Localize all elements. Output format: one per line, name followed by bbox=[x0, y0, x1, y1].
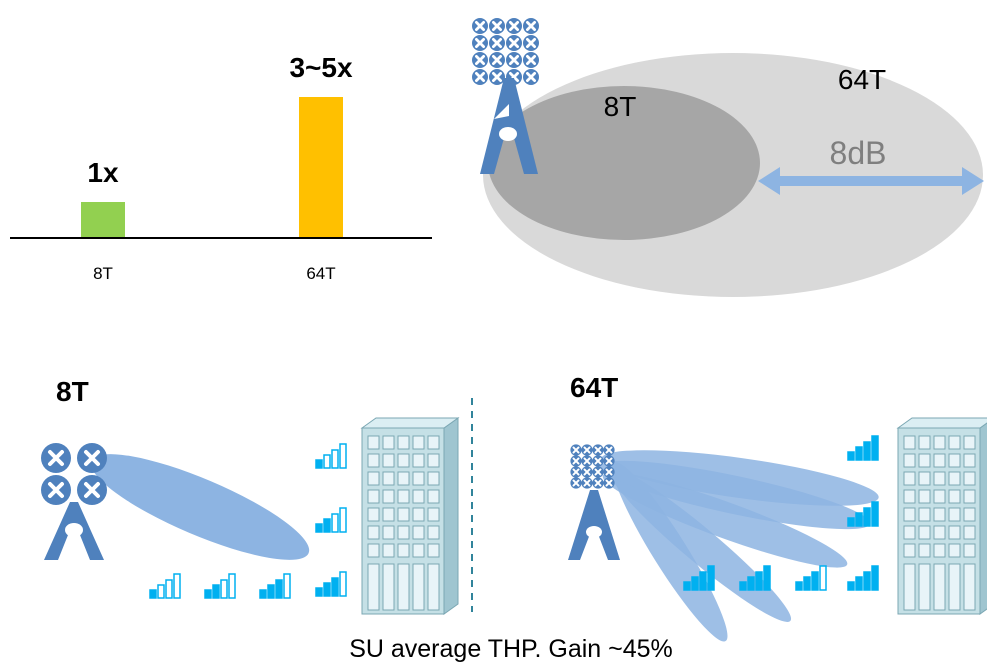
bar-value-label: 3~5x bbox=[289, 52, 352, 83]
signal-bars-icon bbox=[847, 565, 879, 591]
coverage-64t-label: 64T bbox=[838, 64, 886, 95]
cell-tower-icon bbox=[568, 444, 620, 560]
signal-bars-icon bbox=[204, 573, 236, 599]
antenna-array-icon bbox=[570, 444, 615, 489]
signal-bars-icon bbox=[739, 565, 771, 591]
coverage-8t-label: 8T bbox=[604, 91, 637, 122]
antenna-array-icon bbox=[41, 443, 107, 505]
beam-64t bbox=[612, 462, 728, 642]
beam-8t bbox=[90, 454, 310, 560]
signal-bars-icon bbox=[795, 565, 827, 591]
scenario-64t: 64T bbox=[568, 372, 987, 642]
x-tick-label: 8T bbox=[93, 264, 113, 283]
signal-bars-icon bbox=[847, 501, 879, 527]
signal-bars-icon bbox=[259, 573, 291, 599]
coverage-8t-area bbox=[488, 86, 760, 240]
coverage-gain-arrow bbox=[758, 167, 984, 195]
signal-bars-icon bbox=[315, 443, 347, 469]
signal-bars-icon bbox=[315, 571, 347, 597]
scenario-64t-title: 64T bbox=[570, 372, 618, 403]
coverage-diagram: 8T 64T 8dB bbox=[472, 18, 984, 297]
bar-64t bbox=[299, 97, 343, 237]
throughput-bar-chart: 1x 8T 3~5x 64T bbox=[10, 52, 432, 283]
signal-bars-icon bbox=[315, 507, 347, 533]
bar-8t bbox=[81, 202, 125, 237]
cell-tower-icon bbox=[472, 18, 539, 174]
gain-db-label: 8dB bbox=[830, 135, 887, 171]
building-icon bbox=[360, 417, 460, 615]
beams-64t bbox=[599, 450, 879, 642]
signal-bars-icon bbox=[683, 565, 715, 591]
signal-bars-icon bbox=[847, 435, 879, 461]
caption: SU average THP. Gain ~45% bbox=[349, 635, 673, 663]
signal-bars-icon bbox=[149, 573, 181, 599]
beam-64t bbox=[599, 460, 871, 530]
x-tick-label: 64T bbox=[306, 264, 335, 283]
antenna-array-icon bbox=[472, 18, 539, 85]
building-icon bbox=[896, 417, 987, 615]
scenario-8t-title: 8T bbox=[56, 376, 89, 407]
cell-tower-icon bbox=[41, 443, 107, 560]
scenario-8t: 8T bbox=[41, 376, 460, 615]
bar-value-label: 1x bbox=[87, 157, 119, 188]
